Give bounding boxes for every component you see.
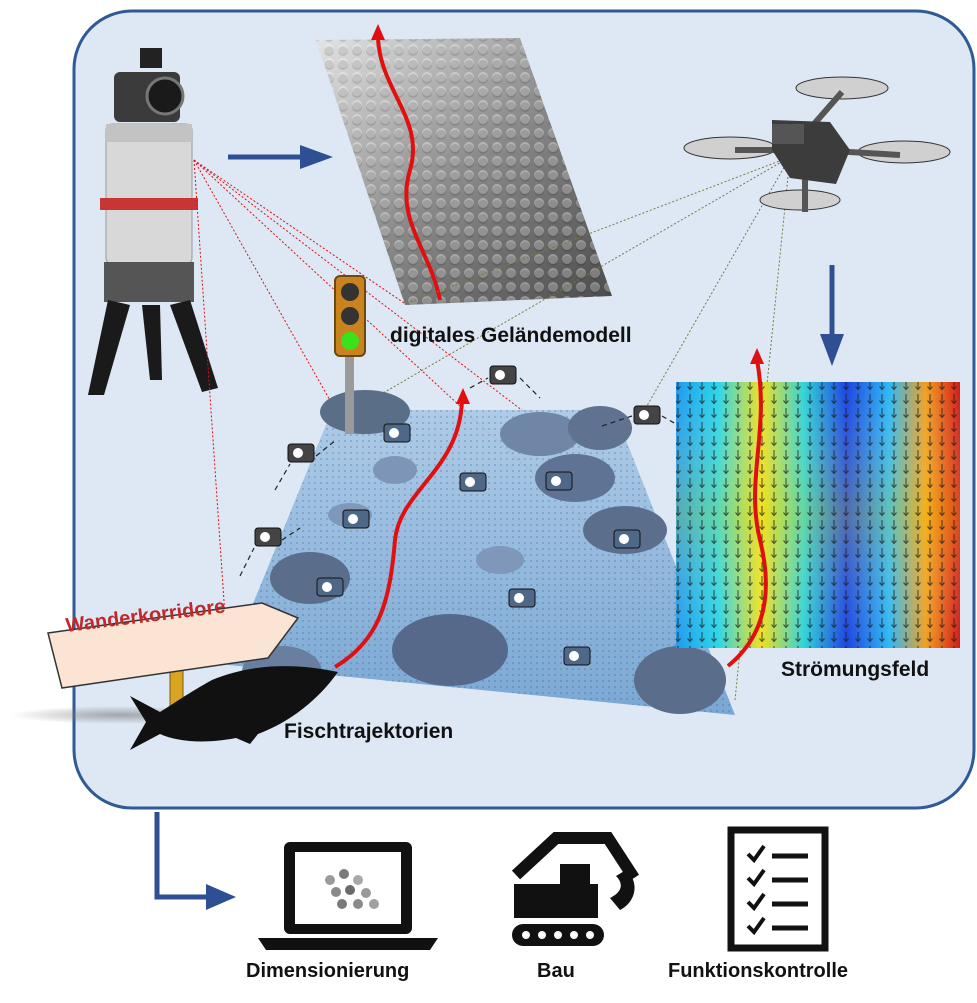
arrow-to-outputs [154, 812, 236, 910]
function-check-label: Funktionskontrolle [668, 960, 848, 982]
terrain-model-image [316, 24, 612, 305]
camera-icon [254, 365, 661, 666]
flow-field-image [676, 348, 960, 668]
terrain-model-label: digitales Geländemodell [390, 324, 632, 347]
fish-trajectories-label: Fischtrajektorien [284, 720, 454, 743]
traffic-light-icon [334, 275, 366, 434]
fish-silhouette-icon [130, 666, 338, 750]
river-bed-model [228, 388, 735, 715]
receiver-ranges [239, 377, 677, 577]
arrow-to-flow-field [820, 265, 844, 366]
checklist-icon [727, 826, 829, 952]
excavator-icon [511, 832, 640, 946]
scanner-rays [193, 159, 701, 661]
drone-icon [683, 76, 951, 212]
dimensioning-label: Dimensionierung [246, 960, 410, 982]
laser-scanner-icon [88, 48, 218, 395]
flow-field-label: Strömungsfeld [781, 658, 930, 681]
construction-label: Bau [537, 960, 575, 982]
arrow-to-terrain [228, 145, 333, 169]
laptop-icon [258, 842, 438, 950]
